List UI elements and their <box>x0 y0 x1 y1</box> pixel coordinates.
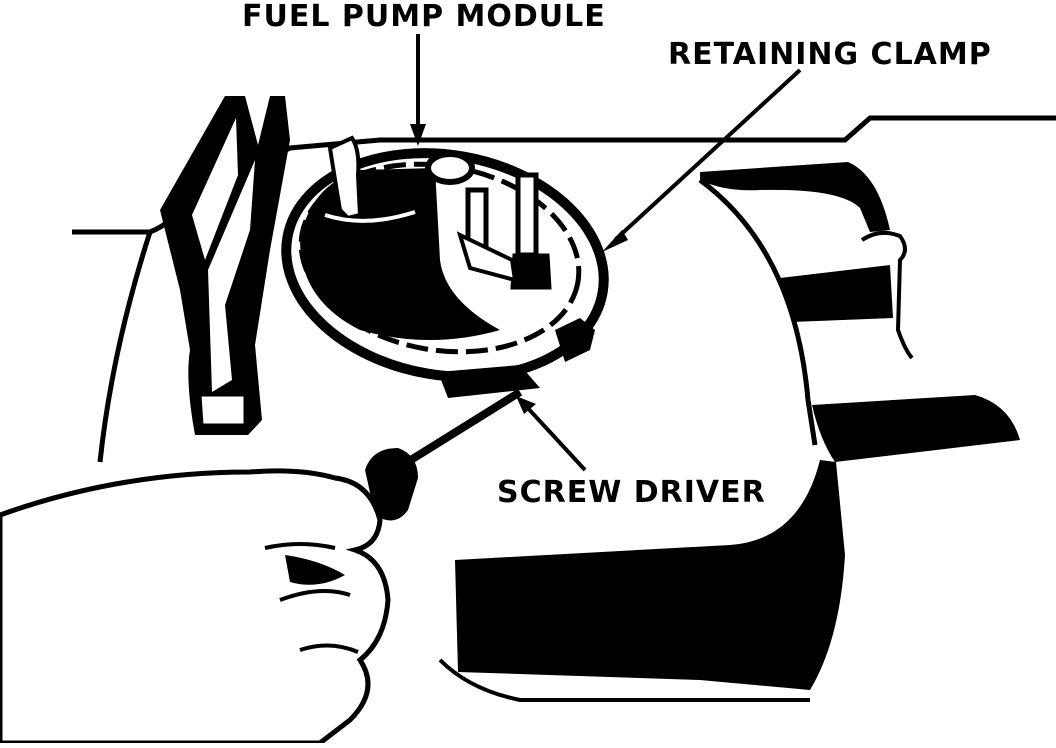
channel-band-top <box>700 162 890 232</box>
channel-band-bottom <box>455 460 845 690</box>
label-screw-driver: SCREW DRIVER <box>497 475 766 510</box>
tank-left-outline <box>97 231 153 463</box>
pump-cylinder-band <box>324 210 416 223</box>
hand-finger-line-1 <box>264 542 336 550</box>
connector-post-2 <box>515 172 539 258</box>
connector-plug <box>510 253 552 290</box>
clamp-tab <box>438 365 540 398</box>
left-bracket-highlight <box>192 118 238 260</box>
leader-retaining-clamp <box>613 68 802 242</box>
clamp-tab-right <box>555 318 595 362</box>
hand-thumb-shadow <box>285 555 345 585</box>
screwdriver-shaft <box>395 388 523 472</box>
channel-band-middle <box>780 265 893 322</box>
left-bracket-highlight-2 <box>208 160 255 392</box>
tank-right-outline <box>698 177 818 446</box>
left-bracket-foot <box>198 393 247 427</box>
hand-finger-line-3 <box>299 643 359 654</box>
connector-bracket <box>456 231 518 283</box>
channel-band-lower <box>812 395 1020 462</box>
screwdriver-handle <box>365 448 418 521</box>
bottom-edge <box>438 658 810 702</box>
right-bracket <box>860 230 914 360</box>
pump-cylinder-top <box>327 135 363 221</box>
hand <box>0 468 391 746</box>
arrowhead-screw-driver <box>516 396 536 414</box>
arrowhead-fuel-pump-module <box>410 124 426 146</box>
connector-port <box>425 151 475 185</box>
label-fuel-pump-module: FUEL PUMP MODULE <box>242 0 606 34</box>
label-retaining-clamp: RETAINING CLAMP <box>668 37 992 72</box>
hand-finger-line-2 <box>279 589 351 602</box>
leader-screw-driver <box>523 403 587 472</box>
arrowhead-retaining-clamp <box>602 230 628 252</box>
pump-cylinder <box>315 184 420 273</box>
